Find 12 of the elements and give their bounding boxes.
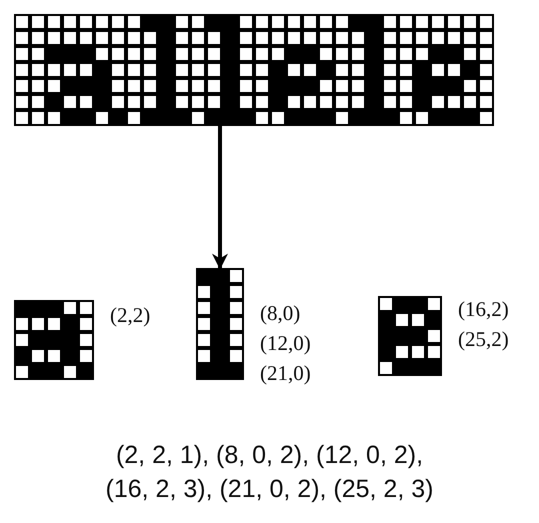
pixel-grid-drawing	[14, 300, 94, 380]
coordinate-label: (8,0)	[260, 300, 300, 327]
tuple-list-text: (2, 2, 1), (8, 0, 2), (12, 0, 2), (16, 2, 3), (21, 0, 2), (25, 2, 3)	[104, 440, 434, 505]
pixel-grid-drawing	[196, 268, 244, 380]
coordinate-label: (21,0)	[260, 360, 311, 387]
pixel-grid-drawing	[14, 14, 494, 126]
pixel-grid-drawing	[378, 296, 442, 376]
coordinate-label: (2,2)	[110, 302, 150, 329]
arrow	[212, 126, 228, 270]
coordinate-label: (16,2)	[458, 296, 509, 323]
coordinate-label: (25,2)	[458, 326, 509, 353]
coordinate-label: (12,0)	[260, 330, 311, 357]
